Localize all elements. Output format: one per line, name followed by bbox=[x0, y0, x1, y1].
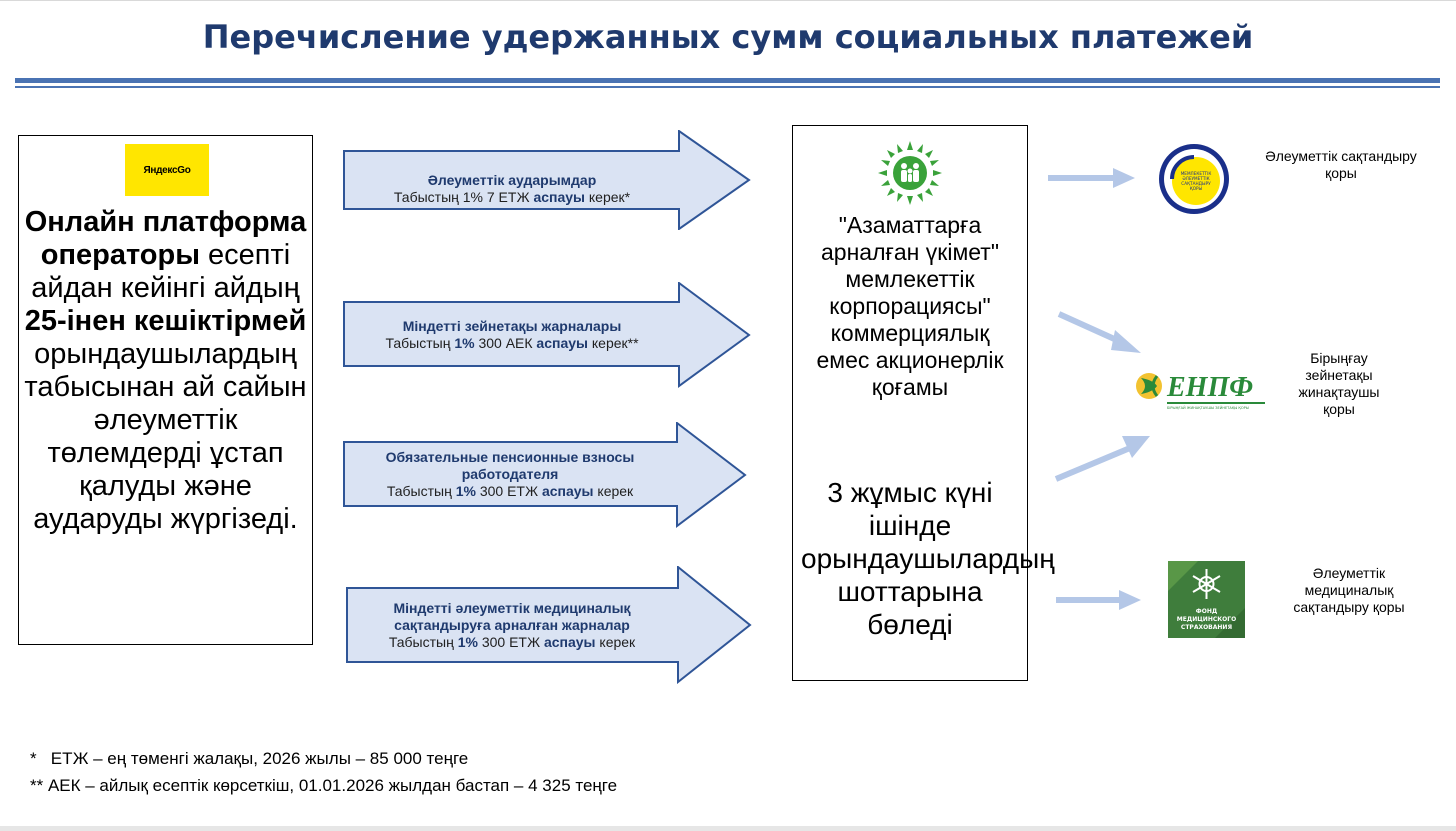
arrow-mid: 300 АЕК bbox=[474, 335, 537, 351]
medical-fund-emblem: ФОНД МЕДИЦИНСКОГО СТРАХОВАНИЯ bbox=[1168, 561, 1245, 638]
arrow-heading: Міндетті зейнетақы жарналары bbox=[402, 318, 622, 334]
fund-label-medical-insurance: Әлеуметтік медициналық сақтандыру қоры bbox=[1293, 565, 1405, 615]
arrow-employer-pension: Обязательные пенсионные взносы работодат… bbox=[343, 422, 747, 528]
arrow-bold-pct: 1% bbox=[455, 483, 476, 499]
arrow-post: керек bbox=[595, 634, 636, 650]
arrow-shape bbox=[343, 130, 751, 230]
arrow-bold: аспауы bbox=[541, 483, 594, 499]
fund-label-social-insurance: Әлеуметтік сақтандыру қоры bbox=[1265, 148, 1417, 181]
thin-arrow-pension-fund-upper bbox=[1057, 311, 1141, 353]
arrow-mid: 300 ЕТЖ bbox=[475, 483, 542, 499]
arrow-heading: Міндетті әлеуметтік медициналық сақтанды… bbox=[393, 600, 631, 633]
platform-operator-deadline: 25-інен кешіктірмей bbox=[24, 305, 307, 337]
page-title: Перечисление удержанных сумм социальных … bbox=[202, 18, 1254, 56]
svg-text:САҚТАНДЫРУ: САҚТАНДЫРУ bbox=[1181, 181, 1211, 186]
svg-text:БІРЫҢҒАЙ ЖИНАҚТАУШЫ ЗЕЙНЕТАҚЫ: БІРЫҢҒАЙ ЖИНАҚТАУШЫ ЗЕЙНЕТАҚЫ ҚОРЫ bbox=[1167, 405, 1249, 410]
footnote-mci: ** АЕК – айлық есептік көрсеткіш, 01.01.… bbox=[30, 776, 618, 795]
arrow-text: Обязательные пенсионные взносы работодат… bbox=[349, 449, 671, 500]
thin-arrow-social-fund bbox=[1048, 168, 1135, 188]
arrow-heading: Әлеуметтік аударымдар bbox=[427, 172, 597, 188]
arrow-text: Міндетті зейнетақы жарналары Табыстың 1%… bbox=[349, 318, 675, 352]
frame-top-line bbox=[0, 0, 1456, 1]
svg-text:МЕМЛЕКЕТТІК: МЕМЛЕКЕТТІК bbox=[1181, 171, 1212, 176]
arrow-mid: 300 ЕТЖ bbox=[477, 634, 544, 650]
arrow-pre: Табыстың bbox=[388, 634, 458, 650]
thin-arrow-pension-fund-lower bbox=[1054, 436, 1150, 482]
government-corporation-box: "Азаматтарға арналған үкімет" мемлекетті… bbox=[792, 125, 1055, 681]
arrow-shape bbox=[346, 566, 752, 684]
arrow-pre: Табыстың bbox=[386, 483, 456, 499]
arrow-text: Әлеуметтік аударымдар Табыстың 1% 7 ЕТЖ … bbox=[349, 172, 675, 206]
arrow-pre: Табыстың bbox=[385, 335, 455, 351]
arrow-bold: аспауы bbox=[533, 189, 585, 205]
arrow-mandatory-pension: Міндетті зейнетақы жарналары Табыстың 1%… bbox=[343, 282, 751, 388]
frame-bottom-bar bbox=[0, 826, 1456, 831]
arrow-text: Міндетті әлеуметтік медициналық сақтанды… bbox=[352, 600, 672, 651]
title-rule-thin bbox=[15, 86, 1440, 88]
yandex-go-logo-text: ЯндексGo bbox=[143, 164, 191, 176]
fund-label-pension: Бірыңғау зейнетақы жинақтаушы қоры bbox=[1298, 350, 1380, 417]
arrow-heading: Обязательные пенсионные взносы работодат… bbox=[385, 449, 635, 482]
arrow-shape bbox=[343, 282, 751, 388]
distribution-text: 3 жұмыс күні ішінде орындаушылардың шотт… bbox=[801, 477, 1055, 640]
arrow-shape bbox=[343, 422, 747, 528]
platform-operator-text: Онлайн платформа операторы есепті айдан … bbox=[23, 206, 308, 536]
arrow-bold-pct: 1% bbox=[454, 335, 475, 351]
arrow-social-contributions: Әлеуметтік аударымдар Табыстың 1% 7 ЕТЖ … bbox=[343, 130, 751, 230]
svg-text:ФОНД: ФОНД bbox=[1196, 608, 1217, 615]
svg-text:ҚОРЫ: ҚОРЫ bbox=[1190, 186, 1203, 191]
yandex-go-logo: ЯндексGo bbox=[125, 144, 209, 196]
arrow-bold-pct: 1% bbox=[457, 634, 478, 650]
government-for-citizens-logo bbox=[878, 141, 942, 205]
svg-text:МЕДИЦИНСКОГО: МЕДИЦИНСКОГО bbox=[1177, 616, 1236, 623]
title-rule-thick bbox=[15, 78, 1440, 83]
arrow-post: керек** bbox=[587, 335, 639, 351]
platform-operator-box: ЯндексGo Онлайн платформа операторы есеп… bbox=[18, 135, 313, 645]
government-corporation-name: "Азаматтарға арналған үкімет" мемлекетті… bbox=[816, 212, 1004, 400]
arrow-bold: аспауы bbox=[536, 335, 588, 351]
footnote-mw: * ЕТЖ – ең төменгі жалақы, 2026 жылы – 8… bbox=[30, 749, 469, 768]
platform-operator-line2: есепті айдан кейінгі айдың bbox=[31, 239, 300, 304]
arrow-bold: аспауы bbox=[543, 634, 596, 650]
arrow-post: керек bbox=[593, 483, 634, 499]
svg-text:СТРАХОВАНИЯ: СТРАХОВАНИЯ bbox=[1181, 624, 1233, 631]
social-insurance-fund-logo: МЕМЛЕКЕТТІК ӘЛЕУМЕТТІК САҚТАНДЫРУ ҚОРЫ bbox=[1159, 144, 1229, 214]
medical-insurance-fund-logo: ФОНД МЕДИЦИНСКОГО СТРАХОВАНИЯ bbox=[1168, 561, 1245, 638]
platform-operator-heading: Онлайн платформа операторы bbox=[24, 206, 307, 271]
svg-text:ЕНПФ: ЕНПФ bbox=[1166, 372, 1253, 403]
platform-operator-line4: орындаушылардың табысынан ай сайын әлеум… bbox=[24, 338, 307, 535]
arrow-pre: Табыстың 1% 7 ЕТЖ bbox=[393, 189, 534, 205]
footnotes: * ЕТЖ – ең төменгі жалақы, 2026 жылы – 8… bbox=[30, 745, 617, 799]
svg-text:ӘЛЕУМЕТТІК: ӘЛЕУМЕТТІК bbox=[1182, 176, 1209, 181]
thin-arrow-medical-fund bbox=[1056, 590, 1141, 610]
unified-pension-fund-logo: ЕНПФ БІРЫҢҒАЙ ЖИНАҚТАУШЫ ЗЕЙНЕТАҚЫ ҚОРЫ bbox=[1136, 372, 1265, 410]
arrow-medical-insurance: Міндетті әлеуметтік медициналық сақтанды… bbox=[346, 566, 752, 684]
arrow-post: керек* bbox=[585, 189, 631, 205]
